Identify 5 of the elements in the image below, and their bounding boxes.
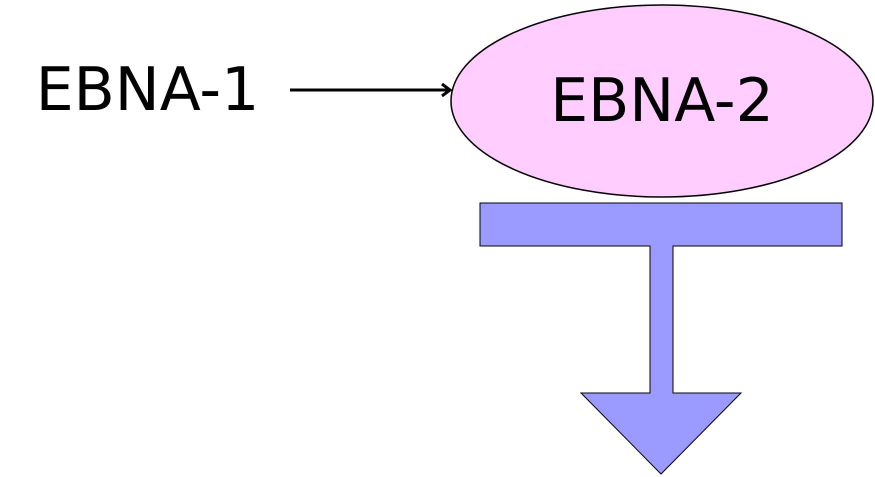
ellipse-node	[450, 4, 874, 198]
arrow	[290, 82, 452, 98]
node-label: EBNA-2	[550, 66, 774, 136]
node-label: EBNA-1	[36, 55, 260, 125]
block-arrow	[480, 202, 842, 475]
